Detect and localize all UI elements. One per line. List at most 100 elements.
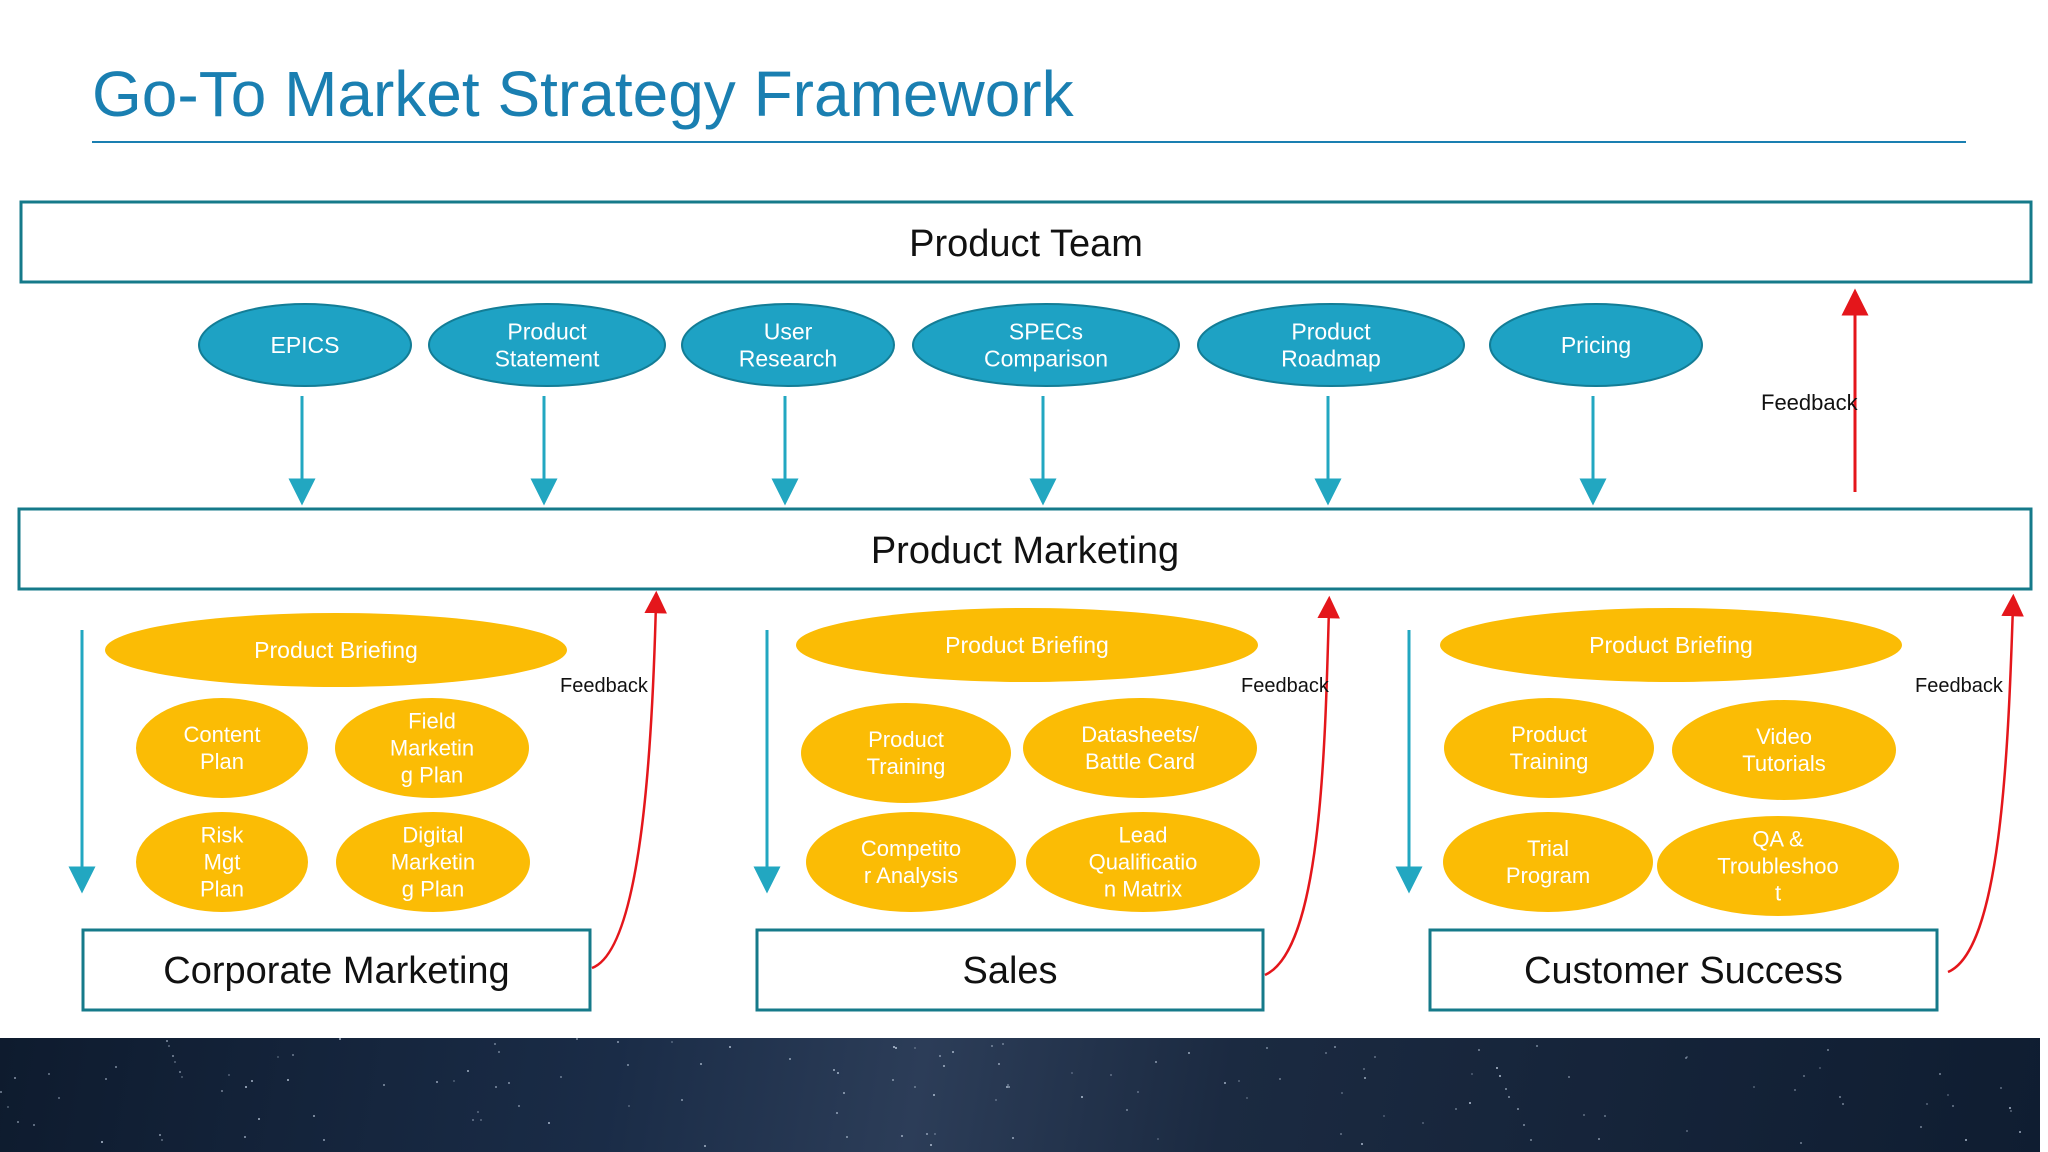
oval-text-line: Product <box>868 727 944 752</box>
input-oval <box>1489 303 1703 387</box>
oval-text-line: Research <box>739 346 837 372</box>
oval-text-line: Product <box>507 319 587 345</box>
oval-text-line: Digital <box>402 823 463 848</box>
team-box <box>81 928 592 1012</box>
star-dot <box>1279 1078 1281 1080</box>
star-dot <box>1363 1068 1365 1070</box>
star-dot <box>846 1136 848 1138</box>
star-dot <box>1686 1056 1688 1058</box>
oval-text-line: Product <box>1511 722 1587 747</box>
star-dot <box>930 1144 932 1146</box>
oval-text-line: Lead <box>1119 823 1168 848</box>
star-dot <box>1340 1133 1342 1135</box>
star-dot <box>1266 1047 1268 1049</box>
star-dot <box>1839 1096 1841 1098</box>
star-dot <box>0 1091 2 1093</box>
star-dot <box>700 1063 702 1065</box>
oval-text-line: Datasheets/ <box>1081 722 1199 747</box>
activity-oval <box>136 698 308 798</box>
product-briefing-oval <box>796 608 1258 682</box>
star-dot <box>1188 1052 1190 1054</box>
team-group: Product BriefingProductTrainingVideoTuto… <box>1395 593 2024 1012</box>
oval-text-line: Video <box>1756 724 1812 749</box>
oval-text-line: r Analysis <box>864 863 958 888</box>
star-dot <box>159 1134 161 1136</box>
team-name: Customer Success <box>1524 950 1843 992</box>
star-dot <box>1827 1049 1829 1051</box>
star-dot <box>1604 1115 1606 1117</box>
activity-oval <box>1443 812 1653 912</box>
star-dot <box>1598 1138 1600 1140</box>
feedback-arrow <box>1947 593 2024 974</box>
oval-text-line: Product <box>1291 319 1371 345</box>
team-group: Product BriefingContentPlanFieldMarketin… <box>68 590 667 1012</box>
star-dot <box>1081 1096 1083 1098</box>
star-dot <box>161 1139 163 1141</box>
star-dot <box>48 1073 50 1075</box>
oval-text-line: Marketin <box>390 736 474 761</box>
star-dot <box>1819 1067 1821 1069</box>
star-dot <box>995 1099 997 1101</box>
star-dot <box>339 1038 341 1040</box>
star-dot <box>292 1054 294 1056</box>
star-dot <box>480 1119 482 1121</box>
star-dot <box>893 1046 895 1048</box>
product-team-label: Product Team <box>909 223 1143 265</box>
star-dot <box>1325 1052 1327 1054</box>
star-dot <box>1224 1082 1226 1084</box>
input-oval-group: EPICS <box>198 303 412 506</box>
star-dot <box>1455 1108 1457 1110</box>
star-dot <box>1110 1074 1112 1076</box>
star-dot <box>1469 1102 1471 1104</box>
star-dot <box>933 1094 935 1096</box>
star-dot <box>837 1072 839 1074</box>
star-dot <box>2009 1107 2011 1109</box>
star-dot <box>914 1047 916 1049</box>
team-box <box>755 928 1265 1012</box>
star-dot <box>168 1045 170 1047</box>
oval-text-line: SPECs <box>1009 319 1083 345</box>
star-dot <box>548 1122 550 1124</box>
star-dot <box>1496 1067 1498 1069</box>
star-dot <box>1361 1143 1363 1145</box>
star-dot <box>1568 1076 1570 1078</box>
star-dot <box>914 1086 916 1088</box>
star-dot <box>892 1079 894 1081</box>
star-dot <box>58 1097 60 1099</box>
star-dot <box>258 1118 260 1120</box>
activity-oval <box>801 703 1011 803</box>
oval-text-line: Training <box>1510 749 1589 774</box>
oval-text-line: User <box>764 319 813 345</box>
star-dot <box>1939 1073 1941 1075</box>
star-dot <box>1334 1046 1336 1048</box>
star-dot <box>926 1133 928 1135</box>
star-dot <box>1341 1092 1343 1094</box>
star-dot <box>477 1111 479 1113</box>
star-dot <box>1246 1097 1248 1099</box>
input-oval <box>912 303 1180 387</box>
oval-text-line: Troubleshoo <box>1717 854 1838 879</box>
star-dot <box>17 1121 19 1123</box>
star-dot <box>1155 1061 1157 1063</box>
star-dot <box>789 1058 791 1060</box>
star-dot <box>436 1081 438 1083</box>
star-dot <box>1471 1073 1473 1075</box>
star-dot <box>704 1145 706 1147</box>
oval-text-line: Pricing <box>1561 332 1631 358</box>
input-oval <box>198 303 412 387</box>
product-briefing-oval <box>105 613 567 687</box>
star-dot <box>2000 1087 2002 1089</box>
star-dot <box>467 1070 469 1072</box>
star-dot <box>1952 1105 1954 1107</box>
star-dot <box>1794 1089 1796 1091</box>
oval-text-line: g Plan <box>401 763 463 788</box>
star-dot <box>1800 1142 1802 1144</box>
feedback-label: Feedback <box>1241 675 1330 697</box>
oval-text-line: n Matrix <box>1104 877 1182 902</box>
product-briefing-oval <box>1440 608 1902 682</box>
star-dot <box>1374 1056 1376 1058</box>
star-dot <box>1530 1139 1532 1141</box>
